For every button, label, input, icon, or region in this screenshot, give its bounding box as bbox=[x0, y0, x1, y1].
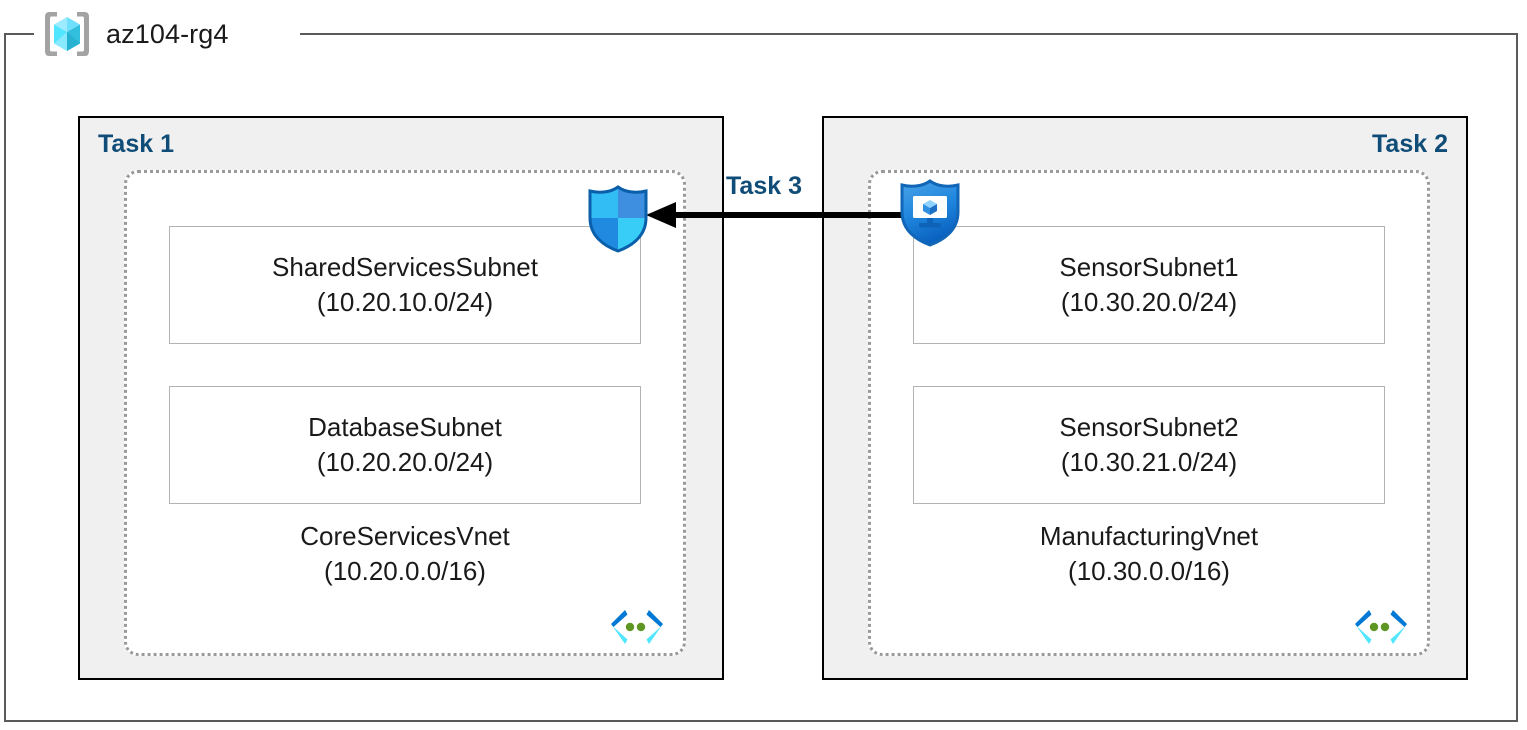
vnet-brackets-icon bbox=[605, 607, 669, 647]
subnet-cidr: (10.20.10.0/24) bbox=[316, 287, 494, 317]
vnet-brackets-icon bbox=[1349, 607, 1413, 647]
subnet-name: SharedServicesSubnet bbox=[272, 252, 538, 283]
resource-group-frame bbox=[4, 33, 1518, 722]
task-2-label: Task 2 bbox=[1372, 130, 1448, 158]
vnet-manufacturing: SensorSubnet1 (10.30.20.0/24) SensorSubn… bbox=[868, 170, 1430, 656]
subnet-name: SensorSubnet2 bbox=[1059, 412, 1239, 443]
vnet-coreservices: SharedServicesSubnet (10.20.10.0/24) Dat… bbox=[124, 170, 686, 656]
resource-group-legend-gap bbox=[34, 24, 300, 44]
subnet-name: SensorSubnet1 bbox=[1059, 252, 1239, 283]
vnet-name: CoreServicesVnet bbox=[300, 521, 510, 551]
resource-group-cube-icon bbox=[40, 7, 94, 61]
vnet-caption: CoreServicesVnet (10.20.0.0/16) bbox=[127, 519, 683, 588]
firewall-shield-icon bbox=[584, 184, 652, 254]
vnet-cidr: (10.20.0.0/16) bbox=[324, 555, 486, 586]
vnet-peering-arrow bbox=[640, 196, 910, 236]
subnet-cidr: (10.20.20.0/24) bbox=[316, 447, 494, 477]
subnet-cidr: (10.30.21.0/24) bbox=[1060, 447, 1238, 477]
subnet-sensor1: SensorSubnet1 (10.30.20.0/24) bbox=[913, 226, 1385, 344]
vnet-name: ManufacturingVnet bbox=[1039, 521, 1259, 551]
task-3-label: Task 3 bbox=[726, 172, 802, 200]
task-1-label: Task 1 bbox=[98, 130, 174, 158]
vnet-caption: ManufacturingVnet (10.30.0.0/16) bbox=[871, 519, 1427, 588]
subnet-sensor2: SensorSubnet2 (10.30.21.0/24) bbox=[913, 386, 1385, 504]
subnet-cidr: (10.30.20.0/24) bbox=[1060, 287, 1238, 317]
resource-group-legend: az104-rg4 bbox=[40, 6, 228, 62]
bastion-shield-icon bbox=[896, 178, 964, 248]
subnet-database: DatabaseSubnet (10.20.20.0/24) bbox=[169, 386, 641, 504]
subnet-name: DatabaseSubnet bbox=[308, 412, 502, 443]
subnet-sharedservices: SharedServicesSubnet (10.20.10.0/24) bbox=[169, 226, 641, 344]
resource-group-title: az104-rg4 bbox=[106, 18, 229, 49]
task-2-box: Task 2 SensorSubnet1 (10.30.20.0/24) Sen… bbox=[822, 116, 1468, 680]
vnet-cidr: (10.30.0.0/16) bbox=[1068, 555, 1230, 586]
